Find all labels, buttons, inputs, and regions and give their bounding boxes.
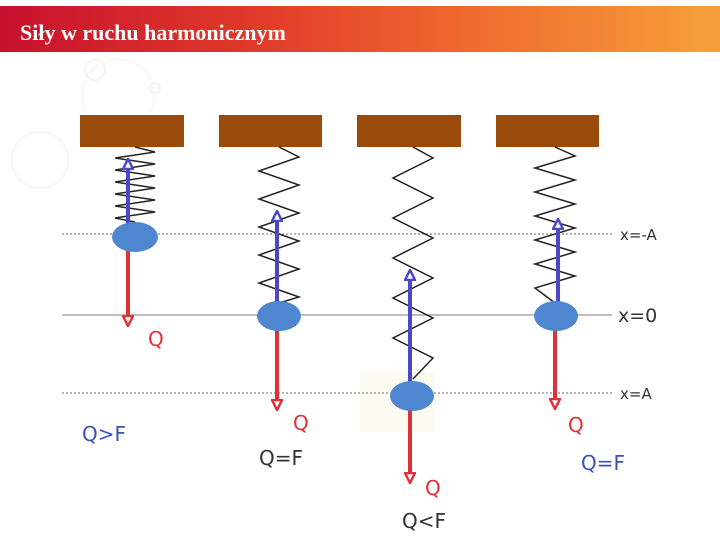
mass-2 <box>257 301 301 331</box>
relation-label-3: Q<F <box>402 509 446 533</box>
spring-1 <box>114 146 156 223</box>
ceiling-block-4 <box>496 115 599 147</box>
page-title: Siły w ruchu harmonicznym <box>20 20 286 45</box>
level-label-top: x=-A <box>620 226 658 244</box>
gravity-label-1: Q <box>148 327 164 351</box>
level-label-bottom: x=A <box>620 385 652 403</box>
spring-2 <box>256 146 302 304</box>
relation-label-1: Q>F <box>82 422 126 446</box>
spring-4 <box>532 146 578 304</box>
relation-label-2: Q=F <box>259 446 303 470</box>
ceiling-block-3 <box>357 115 461 147</box>
gravity-label-3: Q <box>425 476 441 500</box>
gravity-label-2: Q <box>293 411 309 435</box>
mass-1 <box>112 222 158 252</box>
ceiling-block-2 <box>219 115 322 147</box>
background-decoration <box>11 58 435 432</box>
mass-4 <box>534 301 578 331</box>
gravity-label-4: Q <box>568 413 584 437</box>
level-label-middle: x=0 <box>618 305 657 327</box>
title-bar: Siły w ruchu harmonicznym <box>0 6 720 52</box>
spring-3 <box>391 146 435 380</box>
ceiling-block-1 <box>80 115 184 147</box>
relation-label-4: Q=F <box>581 451 625 475</box>
mass-3 <box>390 381 434 411</box>
